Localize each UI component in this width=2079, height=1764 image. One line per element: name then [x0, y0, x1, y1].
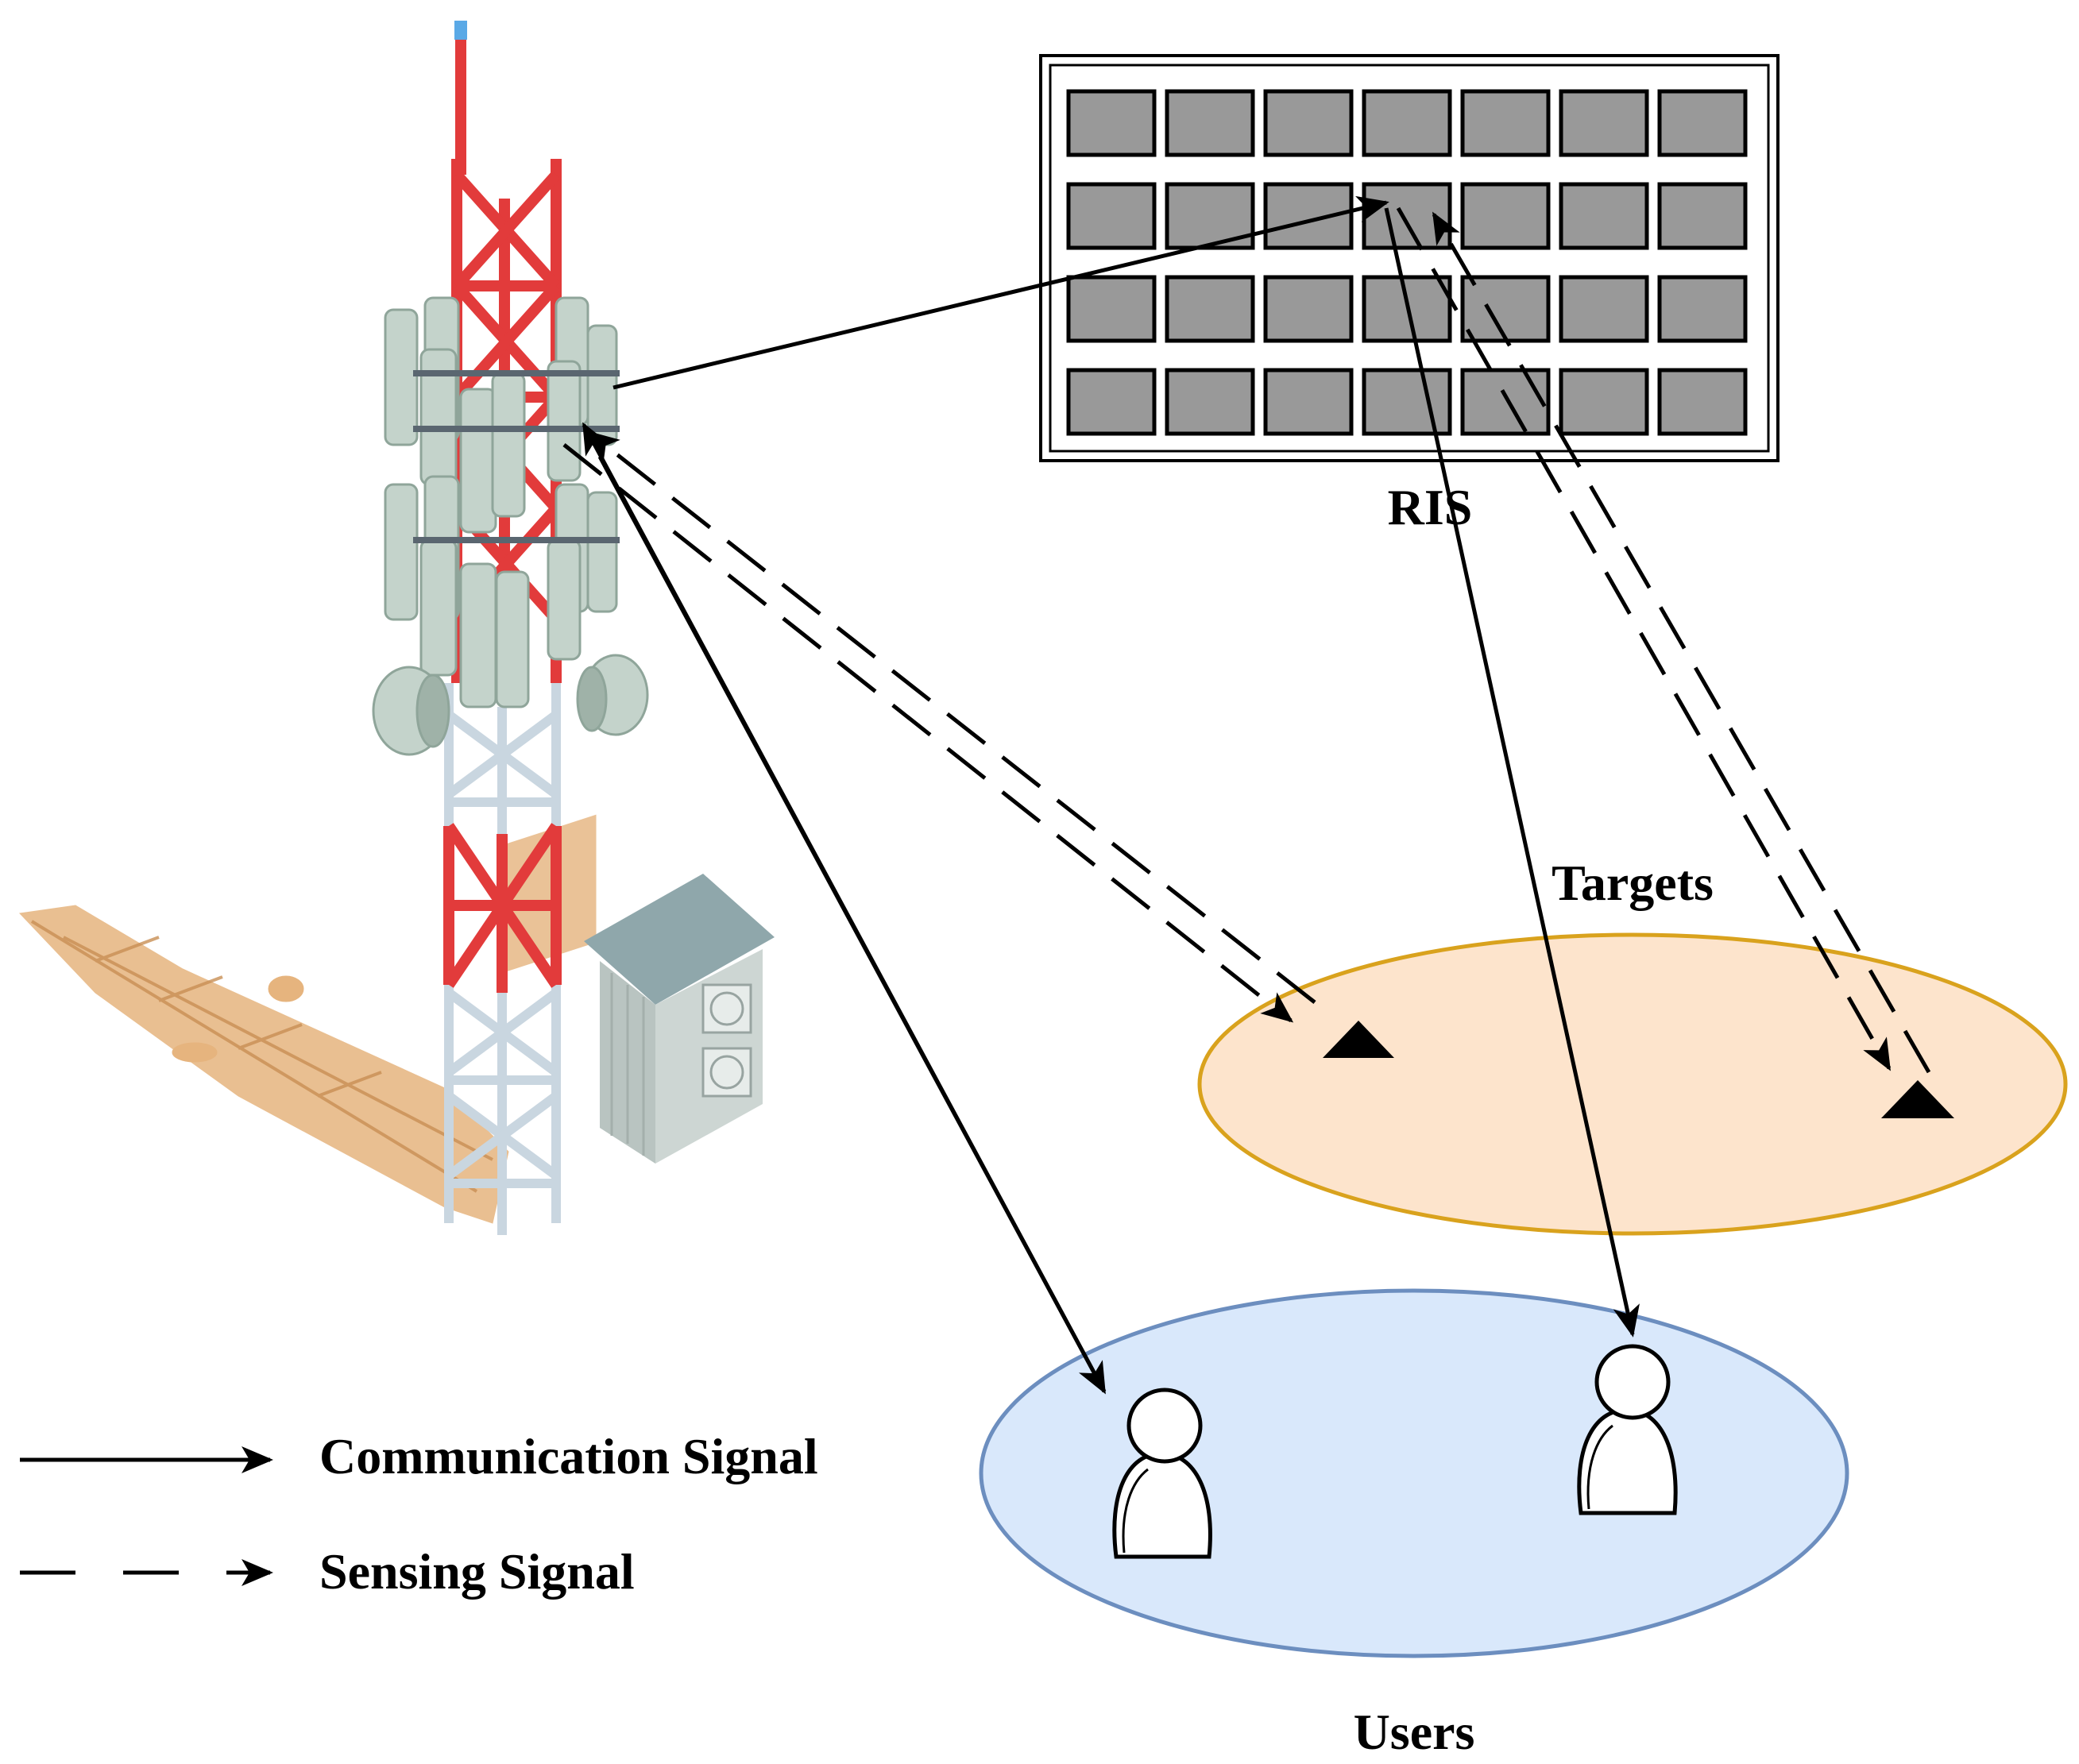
- base-station-tower: [372, 21, 649, 1235]
- ris-element: [1559, 368, 1649, 436]
- users-region: [979, 1288, 1849, 1658]
- targets-label: Targets: [1552, 855, 1714, 911]
- legend-communication-label: Communication Signal: [319, 1428, 818, 1484]
- ris-element: [1263, 89, 1354, 157]
- ris-element: [1657, 89, 1748, 157]
- ris-element: [1460, 182, 1551, 250]
- communication-links: [582, 195, 1640, 1395]
- equipment-cabinet: [584, 874, 775, 1164]
- ris-element: [1460, 89, 1551, 157]
- users-label: Users: [1354, 1704, 1475, 1760]
- ris-element: [1362, 368, 1452, 436]
- ris-element: [1460, 275, 1551, 343]
- ris-element: [1165, 368, 1255, 436]
- bs-to-ris-link: [612, 195, 1389, 390]
- ris-element: [1559, 182, 1649, 250]
- ris-element: [1657, 275, 1748, 343]
- target-icon: [1881, 1080, 1954, 1118]
- ris-target-sensing-out: [1396, 207, 1892, 1071]
- legend-sensing-label: Sensing Signal: [319, 1543, 635, 1600]
- ris-element: [1460, 368, 1551, 436]
- user-icon: [1112, 1388, 1212, 1559]
- sensing-links: [562, 207, 1931, 1074]
- ris-element: [1066, 182, 1157, 250]
- bs-target-sensing-out: [562, 443, 1294, 1023]
- ris-element: [1362, 89, 1452, 157]
- targets-region: [1197, 932, 2068, 1236]
- ris-element-grid: [1066, 89, 1748, 436]
- ris-element: [1657, 182, 1748, 250]
- ris-element: [1263, 275, 1354, 343]
- ris-panel: [1039, 54, 1780, 462]
- ris-element: [1165, 275, 1255, 343]
- user-icon: [1577, 1344, 1678, 1515]
- ris-element: [1559, 275, 1649, 343]
- ris-element: [1263, 182, 1354, 250]
- target-icon: [1323, 1021, 1394, 1058]
- legend: Communication Signal Sensing Signal: [20, 1428, 818, 1600]
- ris-element: [1165, 182, 1255, 250]
- ris-element: [1066, 368, 1157, 436]
- ris-label: RIS: [1388, 479, 1473, 535]
- ris-to-user-link: [1384, 207, 1640, 1337]
- bs-user-link-return: [582, 422, 1107, 1393]
- ris-element: [1559, 89, 1649, 157]
- ris-element: [1066, 89, 1157, 157]
- ris-element: [1263, 368, 1354, 436]
- tower-shadow: [18, 814, 597, 1224]
- ris-target-sensing-return: [1432, 211, 1931, 1074]
- ris-element: [1066, 275, 1157, 343]
- ris-element: [1165, 89, 1255, 157]
- bs-target-sensing-return: [586, 430, 1316, 1004]
- ris-element: [1657, 368, 1748, 436]
